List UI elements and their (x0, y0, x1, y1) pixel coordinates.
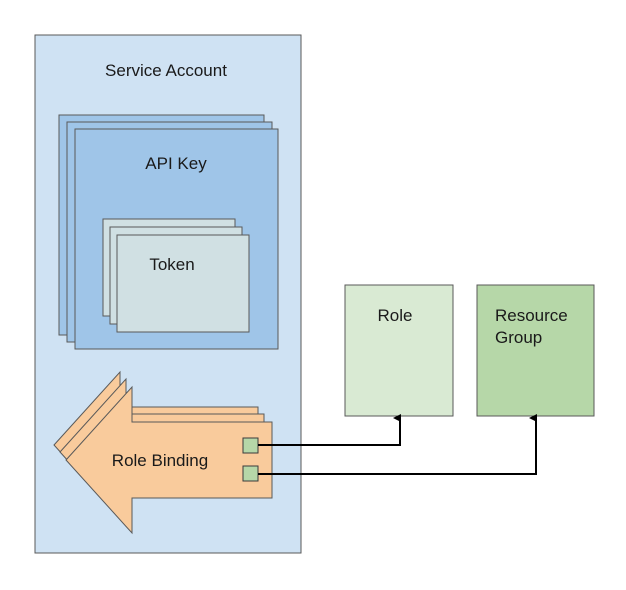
resource-group-label-line1: Resource (495, 306, 568, 325)
resource-group-port (242, 465, 259, 482)
resource-group-box: Resource Group (476, 284, 595, 417)
resource-group-label-line2: Group (495, 328, 542, 347)
token-stack: Token (102, 218, 250, 333)
token-label: Token (149, 255, 194, 274)
role-label: Role (378, 306, 413, 325)
api-key-label: API Key (145, 154, 207, 173)
role-binding-label: Role Binding (112, 451, 208, 470)
role-binding-arrow-front (65, 385, 273, 535)
resource-group-rect (476, 284, 595, 417)
role-connector-arrow (258, 414, 401, 446)
role-binding-stack: Role Binding (53, 370, 273, 535)
role-port (242, 437, 259, 454)
role-rect (344, 284, 454, 417)
service-account-label: Service Account (105, 61, 227, 80)
token-card-front (116, 234, 250, 333)
role-box: Role (344, 284, 454, 417)
resource-group-connector-arrow (258, 414, 537, 475)
